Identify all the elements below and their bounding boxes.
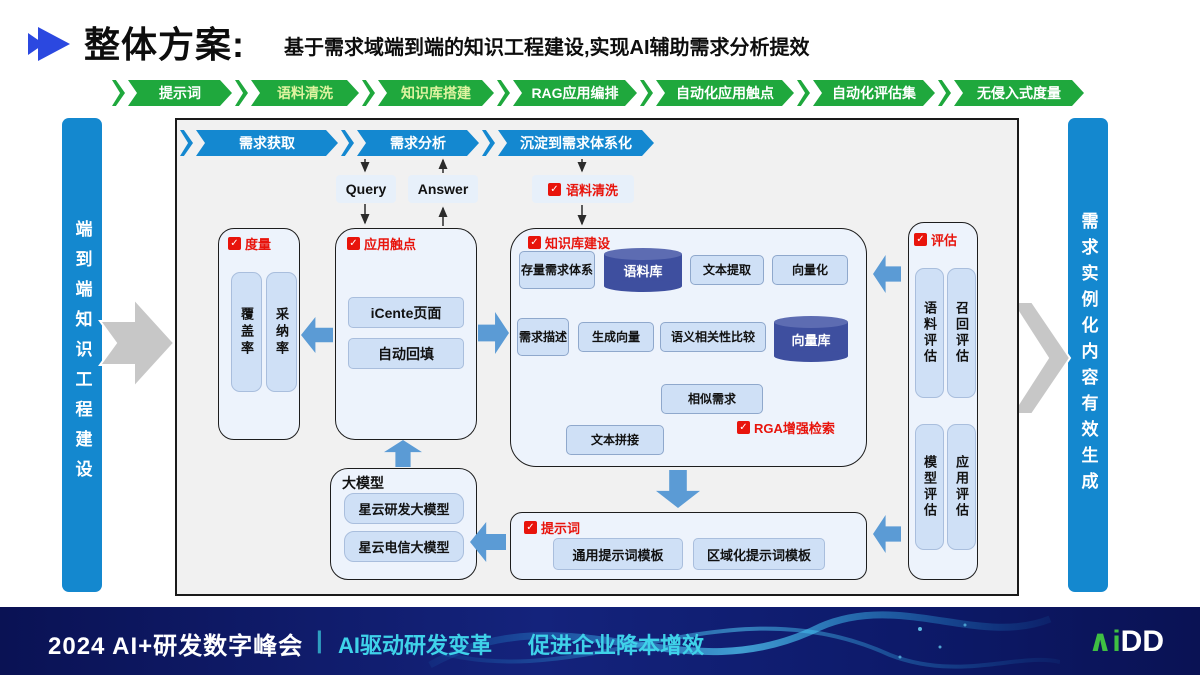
light-swirl-graphic (420, 611, 1060, 669)
kb-semantic-compare-node: 语义相关性比较 (660, 322, 766, 352)
kb-vectorize-node: 向量化 (772, 255, 848, 285)
kb-gen-vector-node: 生成向量 (578, 322, 654, 352)
coverage-rate-pill: 覆盖率 (231, 272, 262, 392)
metrics-title: 度量 (245, 237, 272, 252)
generic-prompt-pill: 通用提示词模板 (553, 538, 683, 570)
stage-metrics: 无侵入式度量 (954, 80, 1084, 106)
kb-label: ✓ 知识库建设 (528, 233, 610, 252)
chevron-icon (112, 80, 125, 106)
aidd-logo-green: ∧i (1087, 625, 1121, 658)
check-icon: ✓ (228, 237, 241, 250)
llm-label: 大模型 (342, 473, 384, 493)
touchpoints-box (335, 228, 477, 440)
footer-event-title: 2024 AI+研发数字峰会 (48, 633, 304, 660)
corpus-db-label: 语料库 (623, 263, 663, 279)
stage-kb-build: 知识库搭建 (378, 80, 494, 106)
chevron-icon (482, 130, 495, 156)
eval-label: ✓ 评估 (914, 230, 957, 249)
check-icon: ✓ (914, 233, 927, 246)
chevron-icon (235, 80, 248, 106)
corpus-clean-node: ✓ 语料清洗 (532, 175, 634, 203)
recall-eval-pill: 召回评估 (947, 268, 976, 398)
rga-title: RGA增强检索 (754, 421, 835, 436)
check-icon: ✓ (528, 236, 541, 249)
vector-db-cylinder: 向量库 (774, 316, 848, 362)
footer-divider: | (316, 627, 323, 654)
rga-label: ✓ RGA增强检索 (737, 418, 835, 437)
chevron-icon (362, 80, 375, 106)
regional-prompt-pill: 区域化提示词模板 (693, 538, 825, 570)
prompt-label: ✓ 提示词 (524, 518, 580, 537)
stage-prompt: 提示词 (128, 80, 232, 106)
metrics-label: ✓ 度量 (228, 234, 271, 253)
kb-similar-req-node: 相似需求 (661, 384, 763, 414)
banner-req-systemize: 沉淀到需求体系化 (498, 130, 654, 156)
chevron-icon (797, 80, 810, 106)
play-arrow-icon (28, 27, 70, 61)
kb-text-extract-node: 文本提取 (690, 255, 764, 285)
left-bar: 端到端知识工程建设 (62, 118, 102, 592)
stage-chain: 提示词 语料清洗 知识库搭建 RAG应用编排 自动化应用触点 自动化评估集 无侵… (112, 80, 1087, 106)
query-node: Query (336, 175, 396, 203)
chevron-icon (938, 80, 951, 106)
kb-req-desc-node: 需求描述 (517, 318, 569, 356)
corpus-eval-pill: 语料评估 (915, 268, 944, 398)
gray-arrow-right-icon (98, 296, 176, 390)
banner-req-acquire: 需求获取 (196, 130, 338, 156)
gray-arrow-right-icon (1010, 301, 1072, 415)
check-icon: ✓ (524, 521, 537, 534)
chevron-icon (497, 80, 510, 106)
banner-chain: 需求获取 需求分析 沉淀到需求体系化 (180, 130, 657, 156)
chevron-icon (180, 130, 193, 156)
footer-slogan-1: AI驱动研发变革 (338, 633, 493, 658)
stage-corpus-clean: 语料清洗 (251, 80, 359, 106)
adoption-rate-pill: 采纳率 (266, 272, 297, 392)
corpus-clean-label: 语料清洗 (565, 182, 618, 198)
right-bar: 需求实例化内容有效生成 (1068, 118, 1108, 592)
nebula-rd-model-pill: 星云研发大模型 (344, 493, 464, 524)
kb-text-concat-node: 文本拼接 (566, 425, 664, 455)
kb-existing-req-node: 存量需求体系 (519, 251, 595, 289)
chevron-icon (640, 80, 653, 106)
aidd-logo: ∧iDD (1088, 624, 1164, 659)
stage-rag: RAG应用编排 (513, 80, 637, 106)
check-icon: ✓ (737, 421, 750, 434)
footer: 2024 AI+研发数字峰会 | AI驱动研发变革 促进企业降本增效 ∧iDD (0, 607, 1200, 675)
page-subtitle: 基于需求域端到端的知识工程建设,实现AI辅助需求分析提效 (284, 37, 810, 59)
llm-title: 大模型 (342, 475, 384, 491)
nebula-telecom-model-pill: 星云电信大模型 (344, 531, 464, 562)
answer-node: Answer (408, 175, 478, 203)
stage-auto-touchpoint: 自动化应用触点 (656, 80, 794, 106)
aidd-logo-white: DD (1120, 625, 1164, 658)
banner-req-analysis: 需求分析 (357, 130, 479, 156)
eval-title: 评估 (931, 233, 958, 248)
check-icon: ✓ (347, 237, 360, 250)
touchpoints-title: 应用触点 (364, 237, 417, 252)
footer-slogan-2: 促进企业降本增效 (528, 633, 705, 658)
prompt-title: 提示词 (541, 521, 581, 536)
page-title: 整体方案: (84, 24, 245, 65)
chevron-icon (341, 130, 354, 156)
stage-auto-eval: 自动化评估集 (813, 80, 935, 106)
model-eval-pill: 模型评估 (915, 424, 944, 550)
touchpoints-label: ✓ 应用触点 (347, 234, 416, 253)
kb-title: 知识库建设 (545, 236, 611, 251)
app-eval-pill: 应用评估 (947, 424, 976, 550)
vector-db-label: 向量库 (791, 332, 831, 348)
corpus-db-cylinder: 语料库 (604, 248, 682, 292)
check-icon: ✓ (547, 182, 561, 196)
icente-page-pill: iCente页面 (348, 297, 464, 328)
auto-fill-pill: 自动回填 (348, 338, 464, 369)
